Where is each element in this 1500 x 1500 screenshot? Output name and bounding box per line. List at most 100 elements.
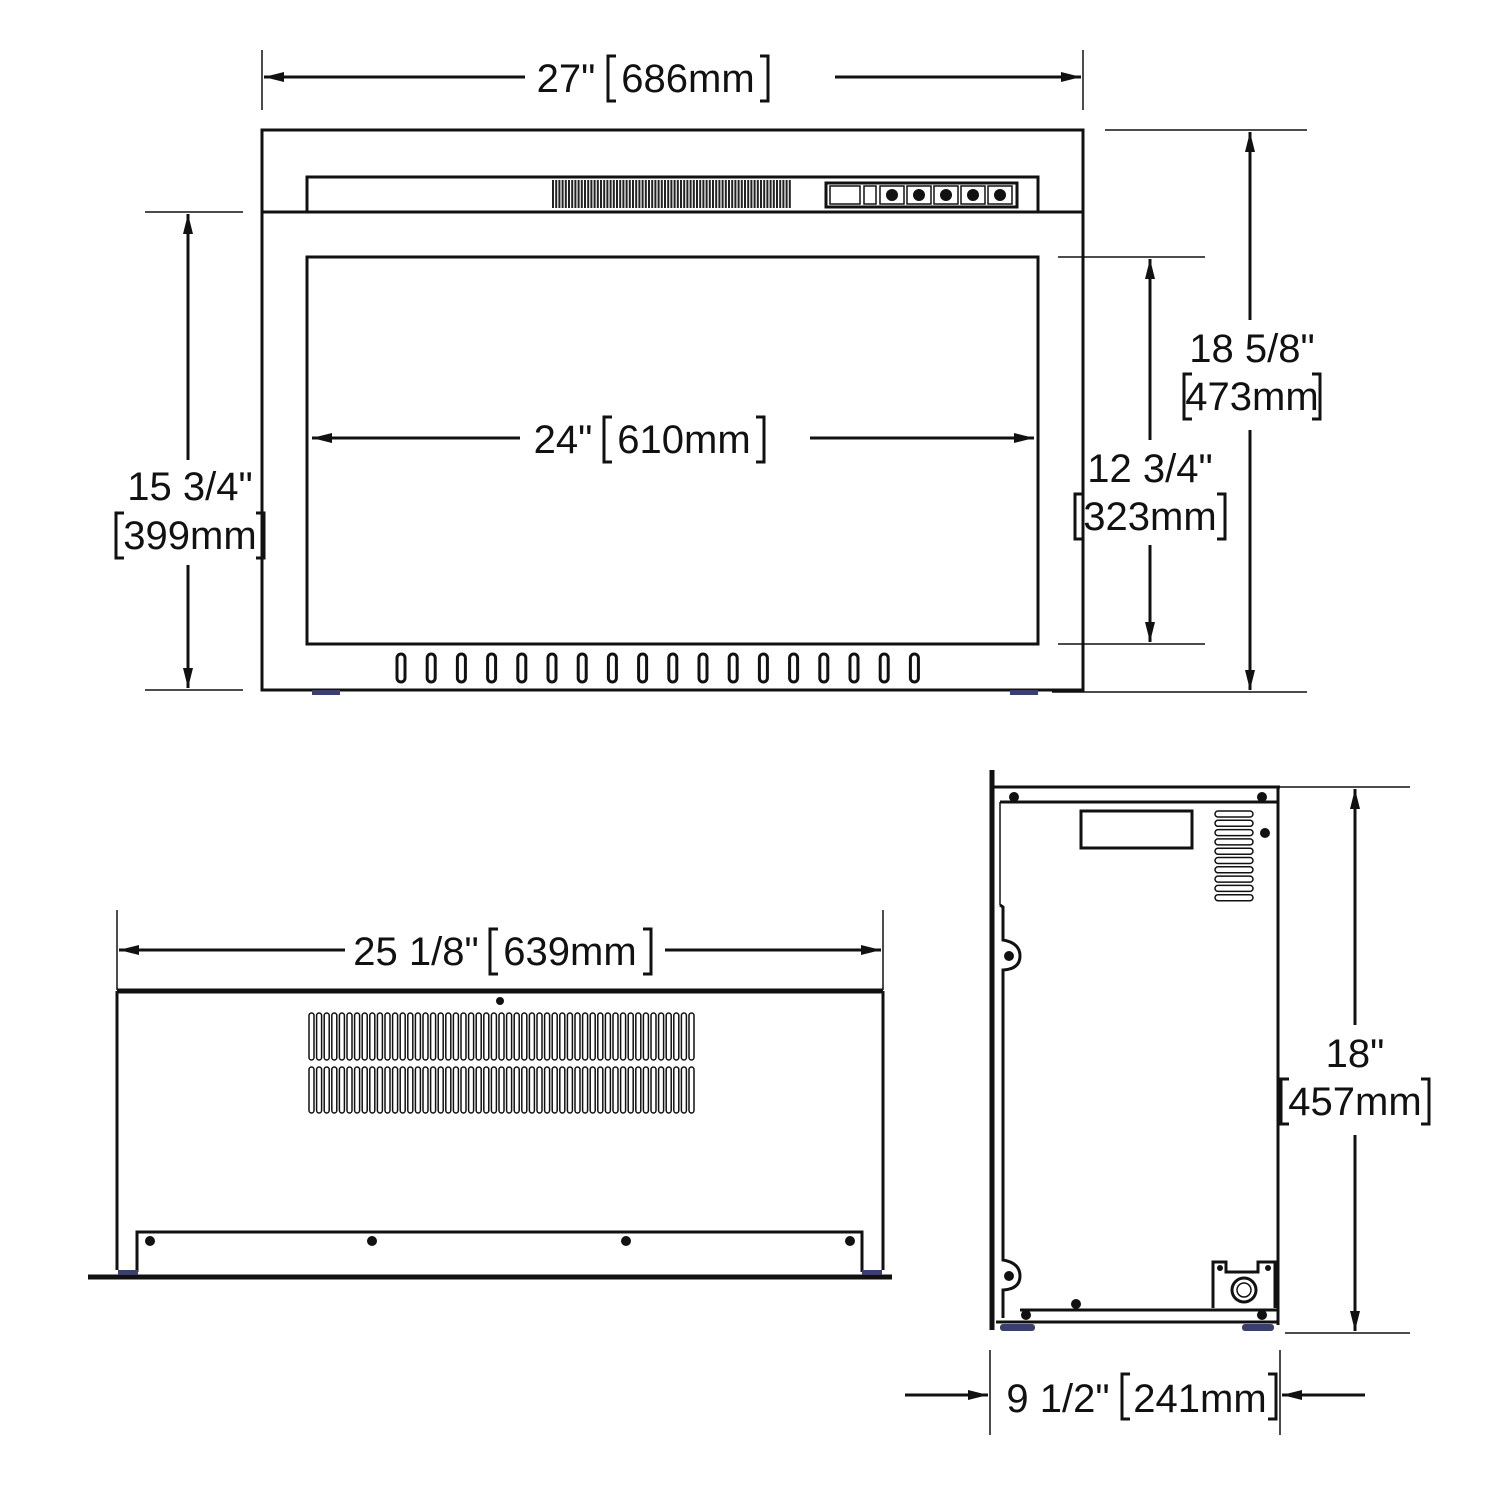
louver-slot (637, 652, 649, 684)
vent-slot (323, 1012, 330, 1061)
dim-label-inch: 15 3/4" (127, 465, 252, 509)
front-view (260, 128, 1085, 695)
louver-slot (697, 652, 709, 684)
control-button[interactable] (906, 185, 932, 205)
dim-front-height: 15 3/4" 399mm (114, 211, 266, 691)
dim-label-mm: 241mm (1133, 1377, 1266, 1421)
vent-slot (422, 1066, 429, 1114)
vent-slot (513, 1066, 520, 1114)
vent-slot (680, 1012, 688, 1061)
vent-slot (1214, 847, 1254, 855)
vent-slot (338, 1066, 346, 1114)
vent-slot (331, 1012, 338, 1061)
vent-slot (399, 1012, 406, 1061)
vent-slot (308, 1012, 315, 1061)
control-button[interactable] (933, 185, 959, 205)
vent-slot (589, 1012, 596, 1061)
timer-icon (913, 189, 925, 201)
vent-slot (680, 1066, 688, 1114)
vent-slot (346, 1012, 353, 1061)
foot-right (1010, 690, 1038, 695)
receiver-window (863, 185, 877, 205)
vent-slot (581, 1012, 589, 1061)
vent-slot (422, 1012, 429, 1061)
vent-slot (635, 1012, 642, 1061)
top-vent-slots (308, 1012, 695, 1114)
control-button[interactable] (879, 185, 905, 205)
bracket-left (1120, 1372, 1130, 1421)
vent-slot (635, 1066, 642, 1114)
dim-viewing-width: 24" 610mm (312, 415, 1034, 464)
control-panel-buttons (829, 185, 1013, 205)
vent-slot (452, 1066, 460, 1114)
vent-slot (589, 1066, 596, 1114)
dim-side-height: 18" 457mm (1279, 786, 1431, 1334)
vent-slot (498, 1012, 505, 1061)
screw-hole (145, 1236, 155, 1246)
vent-slot (391, 1066, 399, 1114)
vent-slot (475, 1066, 482, 1114)
dim-label-inch: 12 3/4" (1087, 447, 1212, 491)
dimmer-icon (967, 189, 979, 201)
vent-slot (1214, 819, 1254, 828)
dim-depth: 9 1/2" 241mm (905, 1350, 1365, 1435)
vent-slot (604, 1066, 612, 1114)
vent-slot (665, 1012, 672, 1061)
vent-slot (528, 1066, 536, 1114)
dim-label-inch: 9 1/2" (1006, 1377, 1109, 1421)
dim-viewing-height: 12 3/4" 323mm (1058, 256, 1227, 645)
bracket-left (1279, 1077, 1289, 1126)
vent-slot (490, 1066, 498, 1114)
top-view (88, 988, 892, 1280)
bracket-right (1217, 492, 1227, 541)
vent-slot (627, 1066, 634, 1114)
vent-slot (597, 1066, 604, 1114)
control-button[interactable] (960, 185, 986, 205)
vent-slot (642, 1012, 650, 1061)
side-view (989, 770, 1280, 1331)
dim-label-mm: 457mm (1288, 1080, 1421, 1124)
louver-slot (667, 652, 679, 684)
vent-slot (331, 1066, 338, 1114)
vent-slot (1214, 828, 1254, 837)
control-panel (824, 181, 1019, 209)
vent-slot (688, 1012, 695, 1061)
vent-slot (369, 1066, 376, 1114)
vent-slot (414, 1012, 422, 1061)
vent-slot (673, 1066, 680, 1114)
vent-slot (467, 1012, 475, 1061)
top-vent (552, 180, 791, 208)
vent-slot (361, 1012, 368, 1061)
vent-slot (650, 1066, 657, 1114)
flame-icon (886, 189, 898, 201)
vent-slot (619, 1066, 627, 1114)
bracket-left (488, 927, 498, 976)
vent-slot (1214, 884, 1254, 893)
vent-slot (566, 1012, 574, 1061)
bracket-right (1268, 1372, 1278, 1421)
vent-slot (308, 1066, 315, 1114)
vent-slot (445, 1012, 452, 1061)
vent-slot (581, 1066, 589, 1114)
dim-label-mm: 473mm (1185, 375, 1318, 419)
louver-slot (455, 652, 467, 684)
vent-slot (475, 1012, 482, 1061)
control-button[interactable] (987, 185, 1013, 205)
bracket-left (114, 511, 124, 560)
vent-slot (429, 1012, 437, 1061)
louver-slot (727, 652, 739, 684)
vent-slot (414, 1066, 422, 1114)
vent-slot (384, 1012, 391, 1061)
louver-slot (576, 652, 588, 684)
bracket-left (1182, 372, 1192, 421)
vent-slot (346, 1066, 353, 1114)
vent-slot (384, 1066, 391, 1114)
vent-slot (559, 1012, 566, 1061)
dim-label-inch: 25 1/8" (353, 930, 478, 974)
vent-slot (627, 1012, 634, 1061)
louver-slot (546, 652, 558, 684)
dim-label-mm: 639mm (503, 930, 636, 974)
vent-slot (619, 1012, 627, 1061)
vent-slot (574, 1066, 581, 1114)
